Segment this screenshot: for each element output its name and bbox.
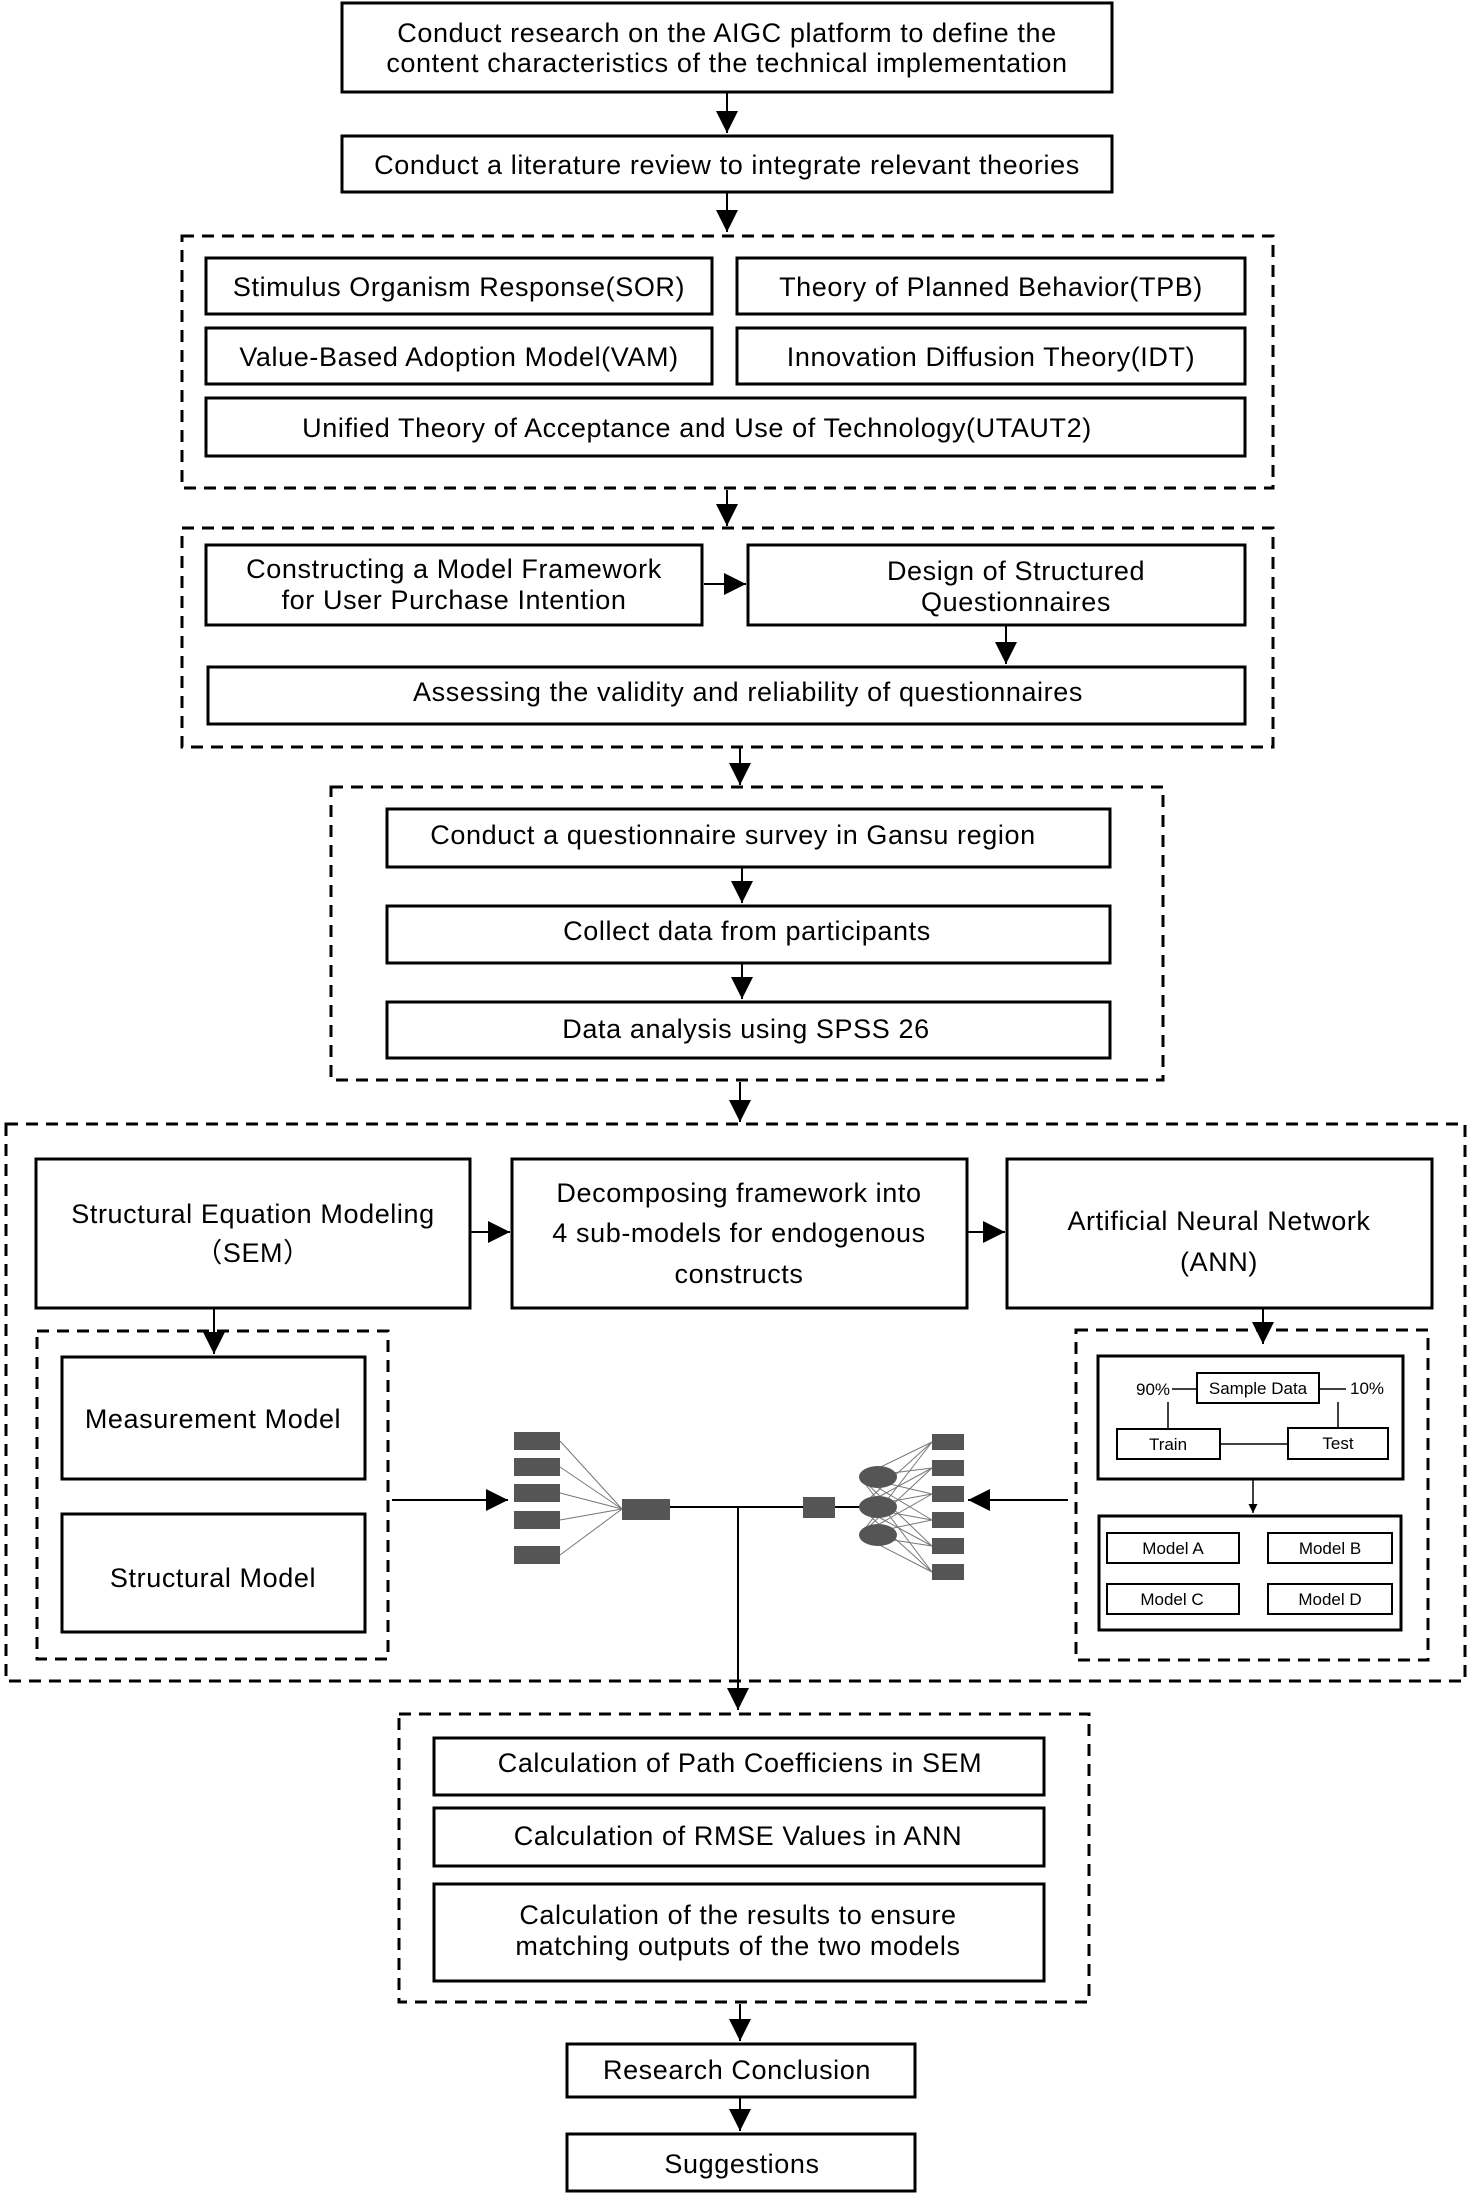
survey-group: Conduct a questionnaire survey in Gansu …	[329, 785, 1165, 1082]
framework-line-1: Constructing a Model Framework	[246, 554, 662, 584]
model-a: Model A	[1142, 1539, 1204, 1558]
literature-label: Conduct a literature review to integrate…	[374, 150, 1080, 180]
conclusion-step: Research Conclusion	[565, 2042, 917, 2099]
decompose-line-3: constructs	[674, 1259, 803, 1289]
model-c: Model C	[1140, 1590, 1203, 1609]
research-step: Conduct research on the AIGC platform to…	[340, 1, 1114, 94]
questionnaire-line-2: Questionnaires	[921, 587, 1111, 617]
theories-group: Stimulus Organism Response(SOR) Theory o…	[180, 234, 1275, 490]
structural-model: Structural Model	[110, 1563, 316, 1593]
research-line-2: content characteristics of the technical…	[386, 48, 1067, 78]
decompose-line-1: Decomposing framework into	[556, 1178, 921, 1208]
calculation-group: Calculation of Path Coefficiens in SEM C…	[397, 1712, 1091, 2004]
questionnaire-line-1: Design of Structured	[887, 556, 1145, 586]
sem-line-2: （SEM）	[195, 1238, 311, 1268]
decompose-line-2: 4 sub-models for endogenous	[552, 1218, 925, 1248]
conclusion-label: Research Conclusion	[603, 2055, 871, 2085]
right-input-layer	[932, 1434, 964, 1580]
research-line-1: Conduct research on the AIGC platform to…	[397, 18, 1056, 48]
literature-step: Conduct a literature review to integrate…	[340, 134, 1114, 194]
model-b: Model B	[1299, 1539, 1361, 1558]
ann-line-1: Artificial Neural Network	[1067, 1206, 1370, 1236]
theory-idt: Innovation Diffusion Theory(IDT)	[787, 342, 1195, 372]
train-percent: 90%	[1136, 1380, 1170, 1399]
ann-line-2: (ANN)	[1180, 1247, 1258, 1277]
theory-utaut2: Unified Theory of Acceptance and Use of …	[302, 413, 1092, 443]
train-label: Train	[1149, 1435, 1187, 1454]
hidden-layer	[859, 1466, 897, 1546]
model-d: Model D	[1298, 1590, 1361, 1609]
validity-label: Assessing the validity and reliability o…	[413, 677, 1083, 707]
survey-label: Conduct a questionnaire survey in Gansu …	[430, 820, 1035, 850]
collect-label: Collect data from participants	[563, 916, 931, 946]
path-coefficients: Calculation of Path Coefficiens in SEM	[498, 1748, 983, 1778]
matching-line-1: Calculation of the results to ensure	[519, 1900, 956, 1930]
framework-line-2: for User Purchase Intention	[282, 585, 627, 615]
right-output-node	[803, 1497, 835, 1518]
test-percent: 10%	[1350, 1379, 1384, 1398]
theory-sor: Stimulus Organism Response(SOR)	[233, 272, 685, 302]
sample-data-label: Sample Data	[1209, 1379, 1308, 1398]
sem-line-1: Structural Equation Modeling	[71, 1199, 435, 1229]
left-output-node	[622, 1499, 670, 1520]
left-input-links	[559, 1440, 623, 1556]
network-illustration	[392, 1432, 1068, 1580]
modeling-group: Structural Equation Modeling （SEM） Decom…	[4, 1122, 1467, 1683]
model-design-group: Constructing a Model Framework for User …	[180, 526, 1275, 749]
theory-tpb: Theory of Planned Behavior(TPB)	[779, 272, 1203, 302]
test-label: Test	[1322, 1434, 1353, 1453]
suggestions-step: Suggestions	[565, 2132, 917, 2193]
theory-vam: Value-Based Adoption Model(VAM)	[239, 342, 678, 372]
suggestions-label: Suggestions	[664, 2149, 819, 2179]
measurement-model: Measurement Model	[85, 1404, 341, 1434]
left-input-layer	[514, 1432, 560, 1564]
rmse-values: Calculation of RMSE Values in ANN	[514, 1821, 963, 1851]
matching-line-2: matching outputs of the two models	[515, 1931, 960, 1961]
analysis-label: Data analysis using SPSS 26	[562, 1014, 929, 1044]
